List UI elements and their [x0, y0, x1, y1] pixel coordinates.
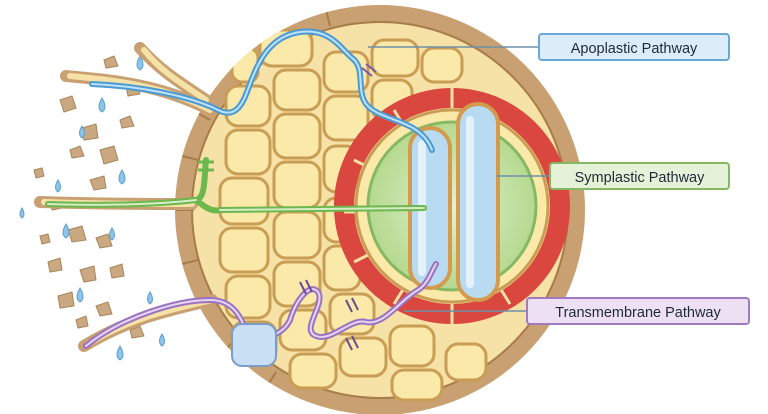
- transmembrane-pathway-label: Transmembrane Pathway: [526, 297, 750, 325]
- water-droplets: [19, 55, 165, 361]
- symplastic-pathway-label: Symplastic Pathway: [549, 162, 730, 190]
- cortex-cells: [218, 28, 488, 402]
- apoplastic-pathway-label: Apoplastic Pathway: [538, 33, 730, 61]
- callout-leaders: [368, 46, 549, 312]
- xylem-vessels: [408, 102, 500, 302]
- vacuole-icon: [231, 323, 277, 367]
